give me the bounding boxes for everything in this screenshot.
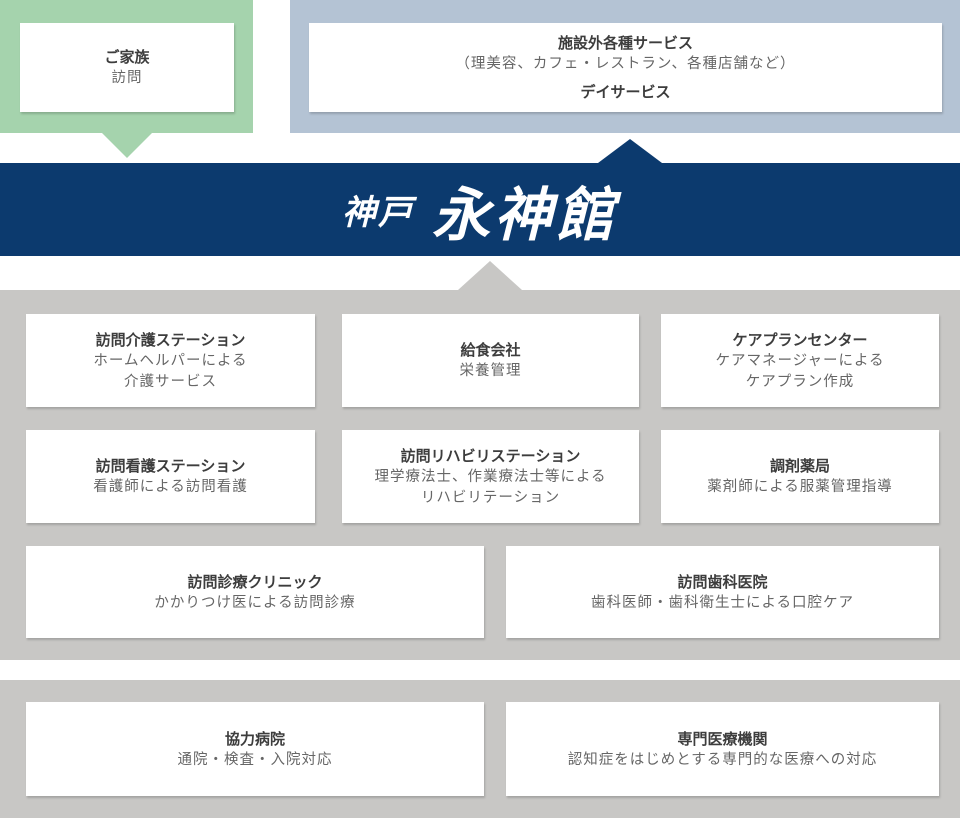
service-title: 訪問介護ステーション: [95, 330, 246, 349]
service-desc: 看護師による訪問看護: [93, 479, 248, 495]
service-title: 訪問リハビリステーション: [400, 446, 581, 465]
service-title: 訪問看護ステーション: [95, 457, 246, 475]
partner-title: 専門医療機関: [677, 729, 768, 748]
service-card: 訪問介護ステーション ホームヘルパーによる 介護サービス: [26, 314, 315, 407]
partner-card: 専門医療機関 認知症をはじめとする専門的な医療への対応: [506, 702, 939, 796]
service-card: 訪問リハビリステーション 理学療法士、作業療法士等による リハビリテーション: [342, 430, 639, 523]
service-desc: 理学療法士、作業療法士等による リハビリテーション: [374, 468, 607, 506]
service-desc: かかりつけ医による訪問診療: [154, 594, 356, 611]
service-desc: 歯科医師・歯科衛生士による口腔ケア: [590, 594, 855, 611]
service-card: 訪問診療クリニック かかりつけ医による訪問診療: [26, 546, 484, 638]
service-title: 給食会社: [460, 341, 521, 359]
day-service-title: デイサービス: [580, 83, 671, 101]
service-title: 訪問歯科医院: [677, 572, 768, 591]
service-desc: ケアマネージャーによる ケアプラン作成: [715, 352, 885, 390]
service-title: ケアプランセンター: [732, 330, 868, 349]
banner-arrow-up-icon: [598, 139, 662, 163]
outside-services-title: 施設外各種サービス: [557, 34, 693, 52]
service-card: 訪問看護ステーション 看護師による訪問看護: [26, 430, 315, 523]
partner-desc: 通院・検査・入院対応: [177, 751, 333, 768]
service-card: 訪問歯科医院 歯科医師・歯科衛生士による口腔ケア: [506, 546, 939, 638]
service-title: 訪問診療クリニック: [187, 572, 323, 591]
services-arrow-up-icon: [458, 261, 522, 290]
logo-city: 神戸: [341, 193, 414, 233]
facility-banner: [0, 163, 960, 256]
family-card: ご家族 訪問: [20, 23, 234, 112]
partner-desc: 認知症をはじめとする専門的な医療への対応: [567, 751, 878, 768]
service-card: 給食会社 栄養管理: [342, 314, 639, 407]
outside-services-desc: （理美容、カフェ・レストラン、各種店舗など）: [455, 56, 796, 72]
family-arrow-down-icon: [102, 133, 152, 158]
service-card: ケアプランセンター ケアマネージャーによる ケアプラン作成: [661, 314, 939, 407]
service-desc: ホームヘルパーによる 介護サービス: [93, 352, 248, 390]
family-card-title: ご家族: [104, 48, 150, 66]
outside-services-card: 施設外各種サービス （理美容、カフェ・レストラン、各種店舗など） デイサービス: [309, 23, 942, 112]
family-card-desc: 訪問: [111, 70, 143, 86]
facility-logo: 神戸 永神館: [0, 163, 960, 256]
partner-card: 協力病院 通院・検査・入院対応: [26, 702, 484, 796]
service-desc: 栄養管理: [459, 363, 522, 379]
service-desc: 薬剤師による服薬管理指導: [707, 479, 893, 495]
logo-name: 永神館: [431, 180, 618, 249]
partner-title: 協力病院: [224, 729, 285, 748]
service-title: 調剤薬局: [769, 457, 830, 475]
service-card: 調剤薬局 薬剤師による服薬管理指導: [661, 430, 939, 523]
